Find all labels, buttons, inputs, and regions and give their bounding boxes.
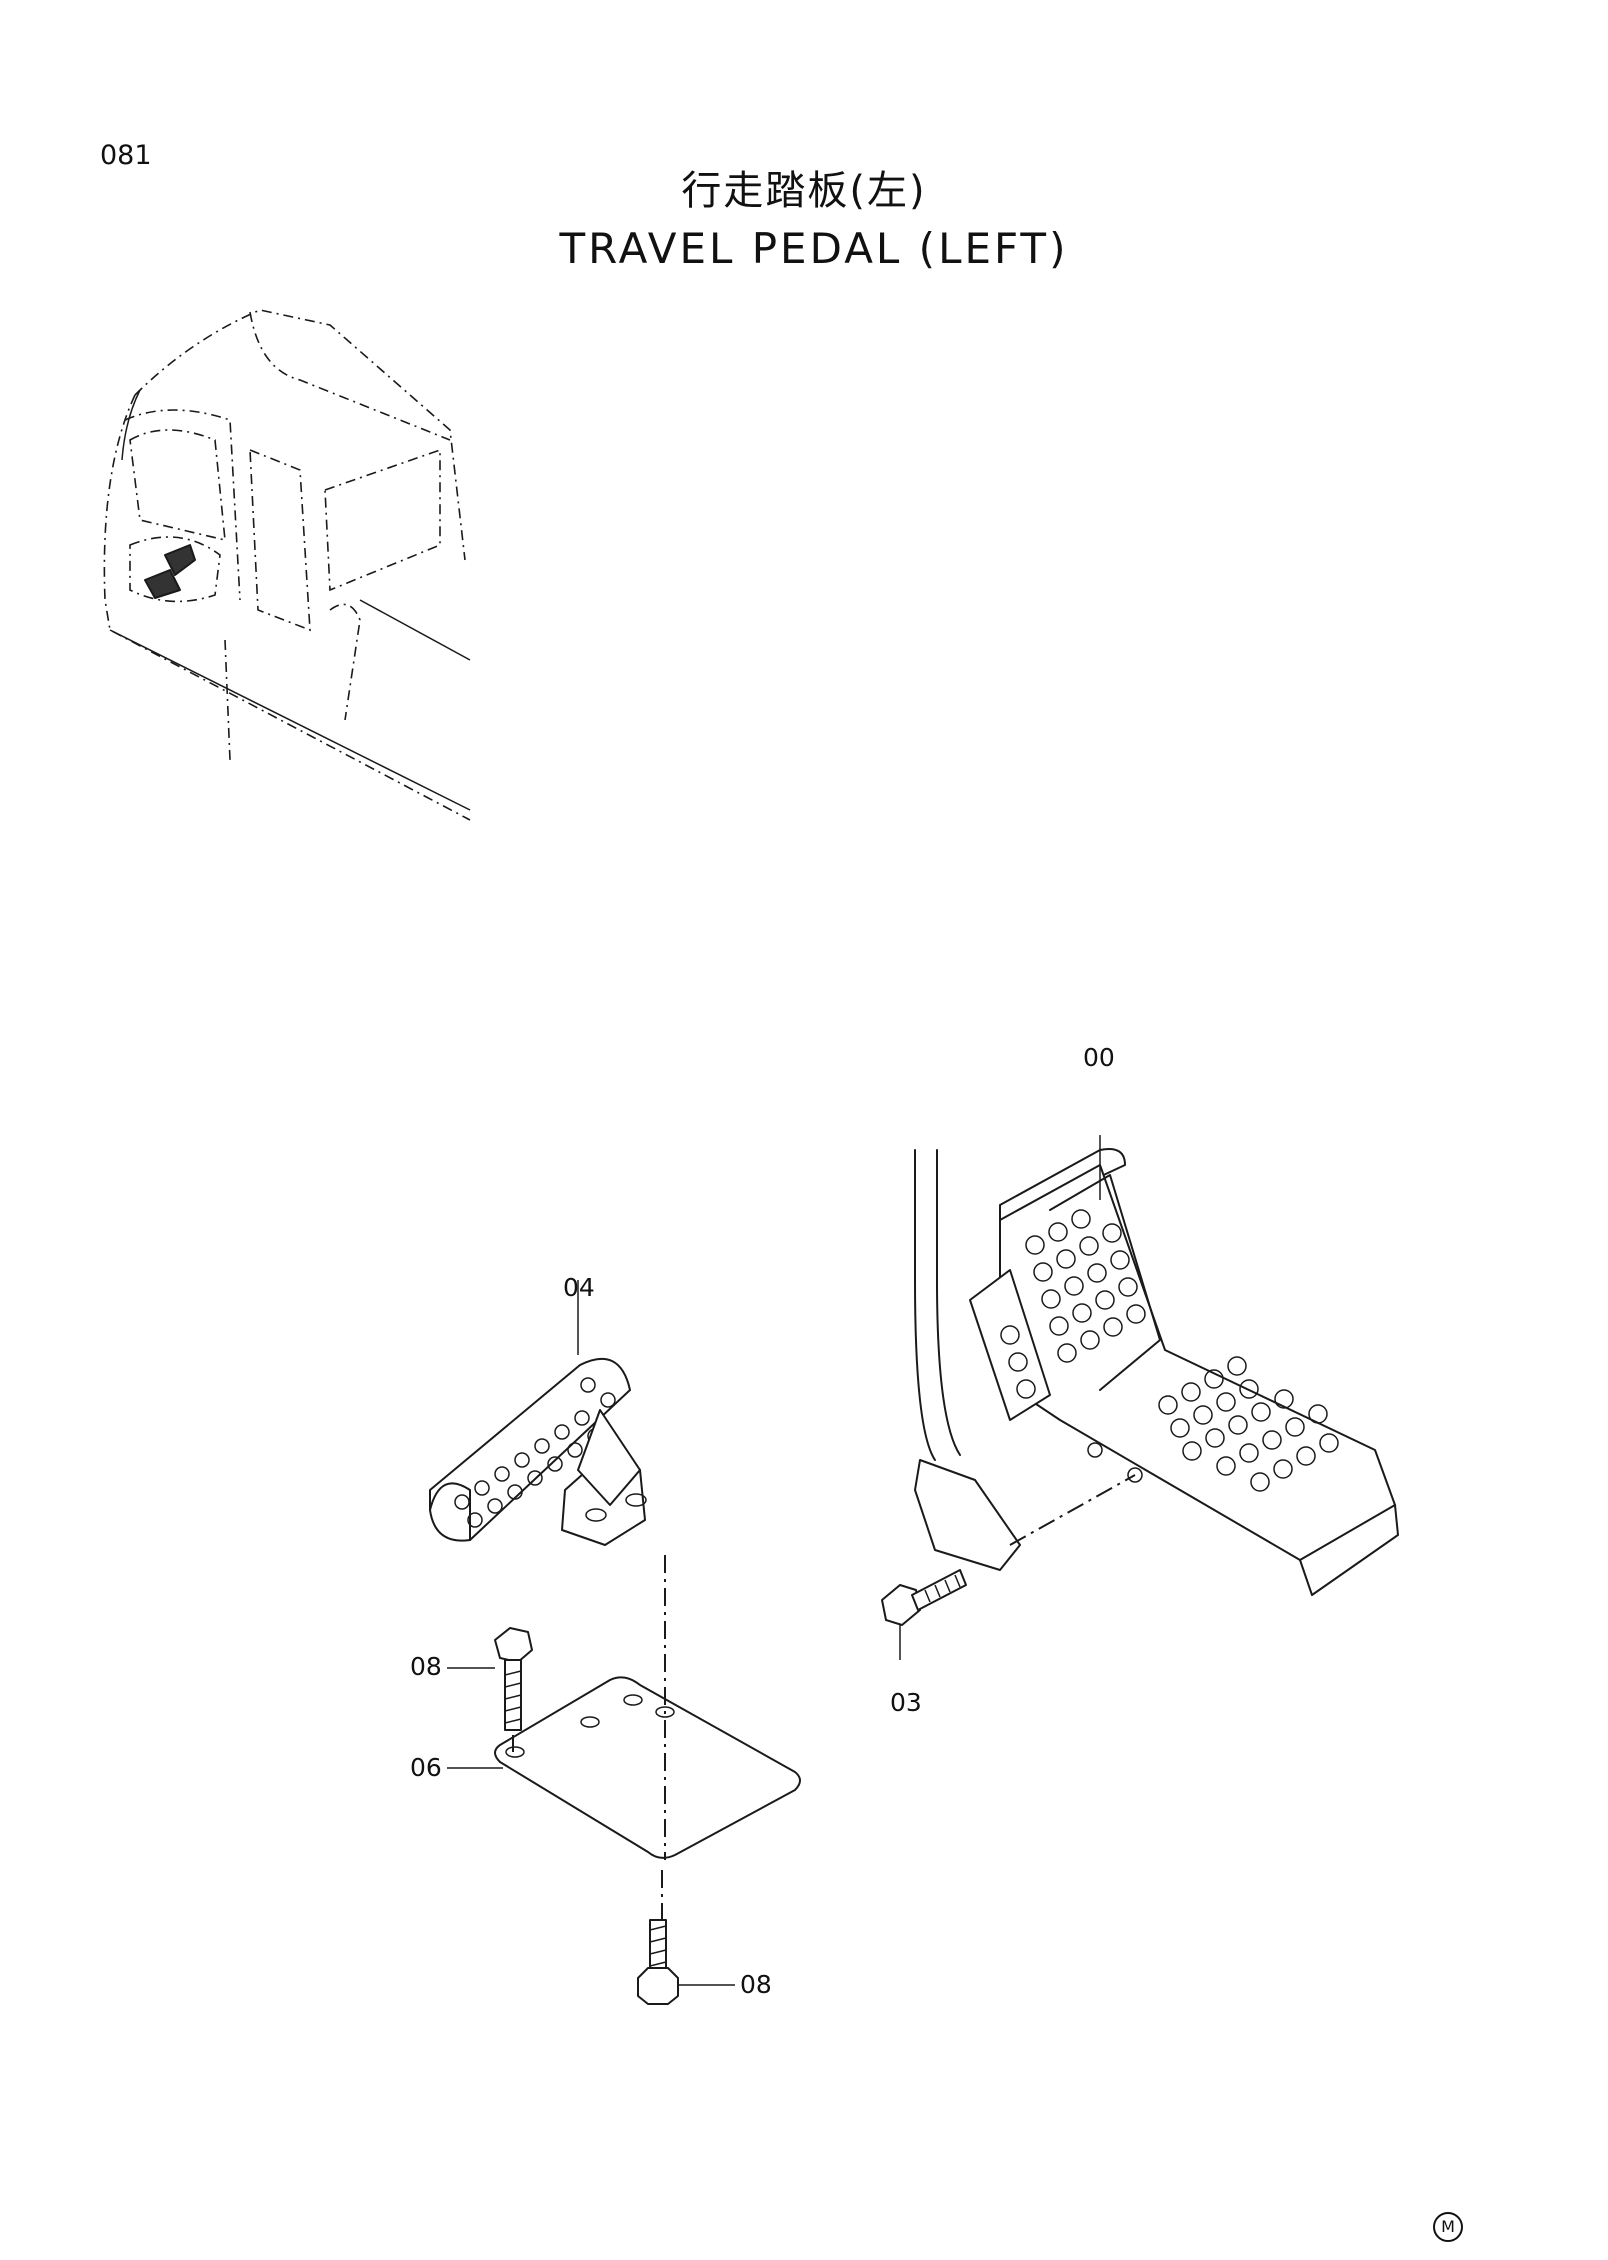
callout-06: 06	[410, 1753, 442, 1782]
callout-08-top: 08	[410, 1652, 442, 1681]
callout-08-bottom: 08	[740, 1970, 772, 1999]
plate-06	[494, 1676, 801, 1859]
title-english: TRAVEL PEDAL (LEFT)	[559, 224, 1069, 273]
pedal-04	[429, 1280, 647, 1546]
travel-pedal-right-assembly	[914, 1135, 1399, 1596]
bolt-08-top	[494, 1627, 533, 1731]
pedal-tread-pattern	[1000, 1209, 1339, 1492]
callout-04: 04	[563, 1273, 595, 1302]
cab-overview-illustration	[103, 309, 471, 821]
callout-00: 00	[1083, 1043, 1115, 1072]
callout-03: 03	[890, 1688, 922, 1717]
bolt-03	[881, 1569, 967, 1660]
manufacturer-mark: M	[1433, 2212, 1463, 2242]
title-chinese: 行走踏板(左)	[681, 168, 927, 214]
title-block: 行走踏板(左) TRAVEL PEDAL (LEFT)	[0, 158, 1608, 273]
bolt-08-bottom	[637, 1919, 679, 2005]
page-number: 081	[100, 140, 152, 171]
